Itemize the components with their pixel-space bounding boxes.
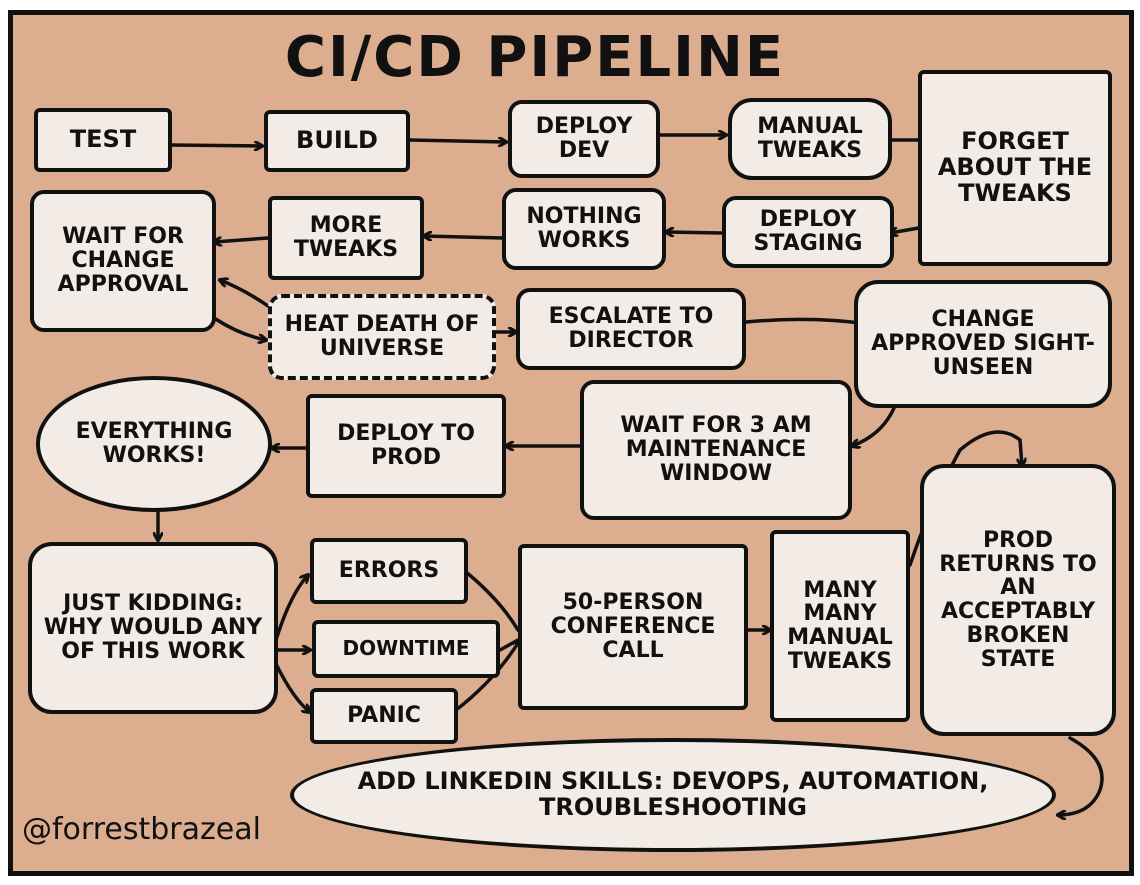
node-deploy-dev: DEPLOY DEV [508,100,660,178]
node-many-manual-tweaks: MANY MANY MANUAL TWEAKS [770,530,910,722]
node-deploy-staging: DEPLOY STAGING [722,196,894,268]
node-heat-death: HEAT DEATH OF UNIVERSE [268,294,496,380]
node-change-approved: CHANGE APPROVED SIGHT- UNSEEN [854,280,1112,408]
node-wait-change-approval: WAIT FOR CHANGE APPROVAL [30,190,216,332]
node-nothing-works: NOTHING WORKS [502,188,666,270]
diagram-title: CI/CD PIPELINE [284,25,786,90]
node-forget-tweaks: FORGET ABOUT THE TWEAKS [918,70,1112,266]
node-panic: PANIC [310,688,458,744]
node-everything-works: EVERYTHING WORKS! [36,376,272,512]
node-conference-call: 50-PERSON CONFERENCE CALL [518,544,748,710]
node-downtime: DOWNTIME [312,620,500,678]
node-deploy-prod: DEPLOY TO PROD [306,394,506,498]
node-manual-tweaks: MANUAL TWEAKS [728,98,892,180]
node-just-kidding: JUST KIDDING: WHY WOULD ANY OF THIS WORK [28,542,278,714]
node-build: BUILD [264,110,410,172]
node-escalate-director: ESCALATE TO DIRECTOR [516,288,746,370]
node-test: TEST [34,108,172,172]
node-prod-returns: PROD RETURNS TO AN ACCEPTABLY BROKEN STA… [920,464,1116,736]
node-errors: ERRORS [310,538,468,604]
artist-signature: @forrestbrazeal [22,812,261,847]
node-wait-3am: WAIT FOR 3 AM MAINTENANCE WINDOW [580,380,852,520]
node-linkedin-skills: ADD LINKEDIN SKILLS: DEVOPS, AUTOMATION,… [290,738,1056,852]
node-more-tweaks: MORE TWEAKS [268,196,424,280]
